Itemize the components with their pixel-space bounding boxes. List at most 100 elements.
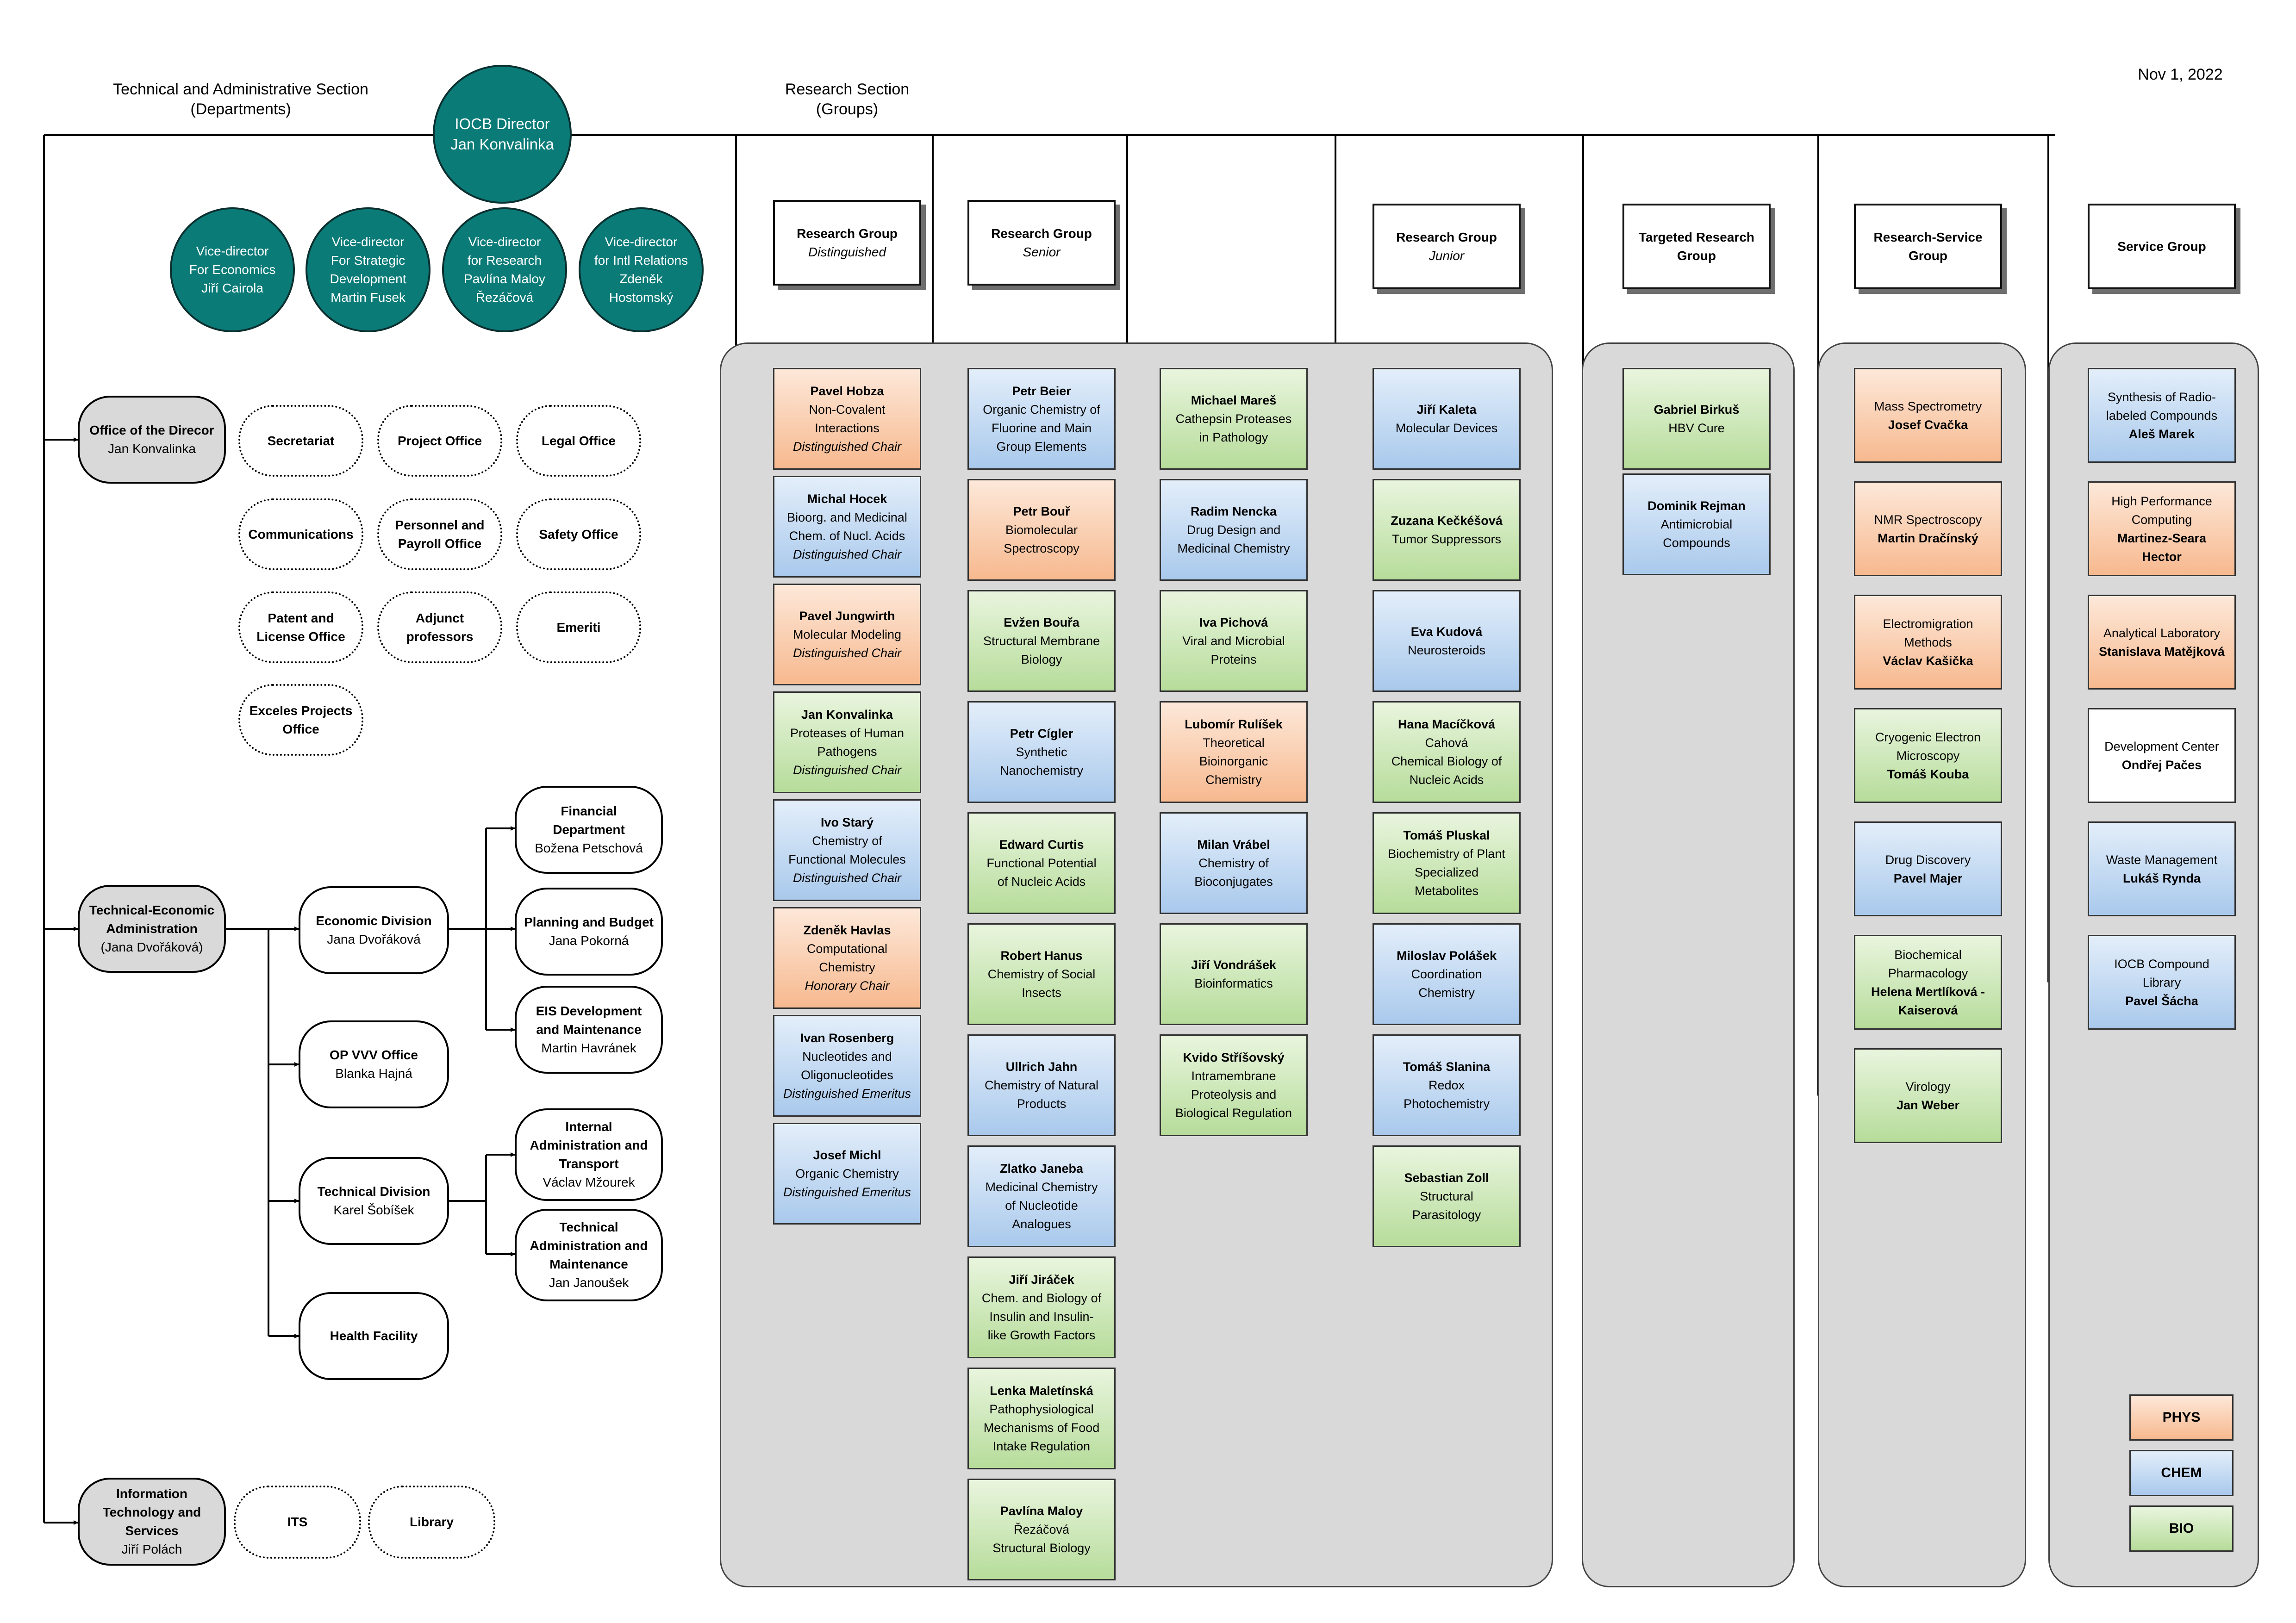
group-topic: Mass Spectrometry — [1874, 399, 1982, 413]
group-topic: Pathophysiological — [989, 1402, 1094, 1416]
group-topic: of Nucleotide — [1005, 1199, 1078, 1213]
group-status: Distinguished Chair — [792, 646, 902, 660]
group-topic: Insects — [1022, 986, 1061, 1000]
group-topic: labeled Compounds — [2106, 408, 2218, 423]
group-topic: Virology — [1905, 1079, 1951, 1094]
group-topic: Biochemistry of Plant — [1388, 847, 1505, 861]
group-topic: Methods — [1904, 635, 1952, 649]
group-leader: Ivan Rosenberg — [800, 1031, 894, 1045]
group-topic: Bioorg. and Medicinal — [787, 510, 907, 524]
group-leader: Jiří Vondrášek — [1191, 958, 1277, 972]
group-topic: Proteolysis and — [1191, 1088, 1277, 1101]
group-topic: Biochemical — [1894, 947, 1962, 962]
group-topic: Parasitology — [1412, 1208, 1481, 1222]
group-topic: Computing — [2131, 512, 2192, 527]
group-topic: Biomolecular — [1005, 523, 1078, 537]
group-topic: Organic Chemistry — [795, 1167, 899, 1181]
group-topic: Intake Regulation — [992, 1439, 1091, 1453]
research-section-title: Research Section(Groups) — [785, 81, 910, 118]
header-service: Service Group — [2088, 204, 2236, 289]
group-topic: NMR Spectroscopy — [1874, 512, 1982, 527]
group-leader: Aleš Marek — [2128, 427, 2195, 441]
group-leader: Robert Hanus — [1000, 949, 1083, 963]
group-leader: Pavel Majer — [1893, 871, 1963, 885]
group-topic: Nucleic Acids — [1409, 773, 1484, 787]
group-leader: Petr Bouř — [1013, 504, 1070, 518]
group-topic: Analogues — [1012, 1217, 1071, 1231]
group-leader: Helena Mertlíková - — [1871, 984, 1985, 999]
group-leader: Iva Pichová — [1199, 616, 1268, 629]
group-topic: Coordination — [1411, 967, 1482, 981]
group-topic: Functional Potential — [986, 856, 1097, 870]
group-topic: Interactions — [815, 421, 880, 435]
group-topic: Chemical Biology of — [1391, 754, 1502, 768]
its-office: ITS — [234, 1486, 361, 1559]
group-leader: Dominik Rejman — [1647, 499, 1746, 513]
group-topic: IOCB Compound — [2114, 957, 2209, 971]
group-topic: Proteases of Human — [790, 726, 905, 740]
group-leader: Martin Dračínský — [1878, 531, 1978, 545]
group-leader: Zdeněk Havlas — [803, 923, 891, 937]
group-topic: Fluorine and Main — [991, 421, 1092, 435]
group-leader: Lukáš Rynda — [2122, 871, 2201, 885]
group-topic: Medicinal Chemistry — [985, 1180, 1098, 1194]
group-leader: Miloslav Polášek — [1396, 949, 1497, 963]
group-leader: Josef Michl — [813, 1148, 881, 1162]
group-topic: Pathogens — [817, 745, 877, 759]
group-leader: Tomáš Pluskal — [1403, 828, 1490, 842]
group-topic: Cryogenic Electron — [1875, 730, 1981, 744]
group-topic: Intramembrane — [1191, 1069, 1276, 1083]
group-leader: Jan Weber — [1896, 1098, 1960, 1112]
group-topic: Oligonucleotides — [801, 1068, 893, 1082]
group-topic: Waste Management — [2106, 852, 2218, 867]
group-topic: Neurosteroids — [1407, 643, 1486, 657]
group-topic: Tumor Suppressors — [1391, 532, 1502, 546]
group-leader: Jan Konvalinka — [801, 708, 893, 721]
group-leader: Radim Nencka — [1190, 504, 1277, 518]
group-topic: Chemistry of — [1198, 856, 1269, 870]
group-topic: Chemistry of — [812, 834, 882, 848]
group-status: Distinguished Chair — [792, 871, 902, 885]
group-topic: in Pathology — [1199, 430, 1268, 444]
group-leader: Michael Mareš — [1191, 393, 1277, 407]
group-topic: Metabolites — [1414, 884, 1479, 898]
group-leader: Ivo Starý — [820, 815, 874, 829]
group-status: Distinguished Chair — [792, 440, 902, 454]
group-topic: Chemistry — [1205, 773, 1262, 787]
group-leader: Václav Kašička — [1883, 653, 1973, 668]
group-leader: Josef Cvačka — [1888, 417, 1968, 432]
group-topic: HBV Cure — [1668, 421, 1725, 435]
group-leader: Sebastian Zoll — [1404, 1171, 1489, 1185]
group-leader: Evžen Bouřa — [1004, 616, 1079, 629]
